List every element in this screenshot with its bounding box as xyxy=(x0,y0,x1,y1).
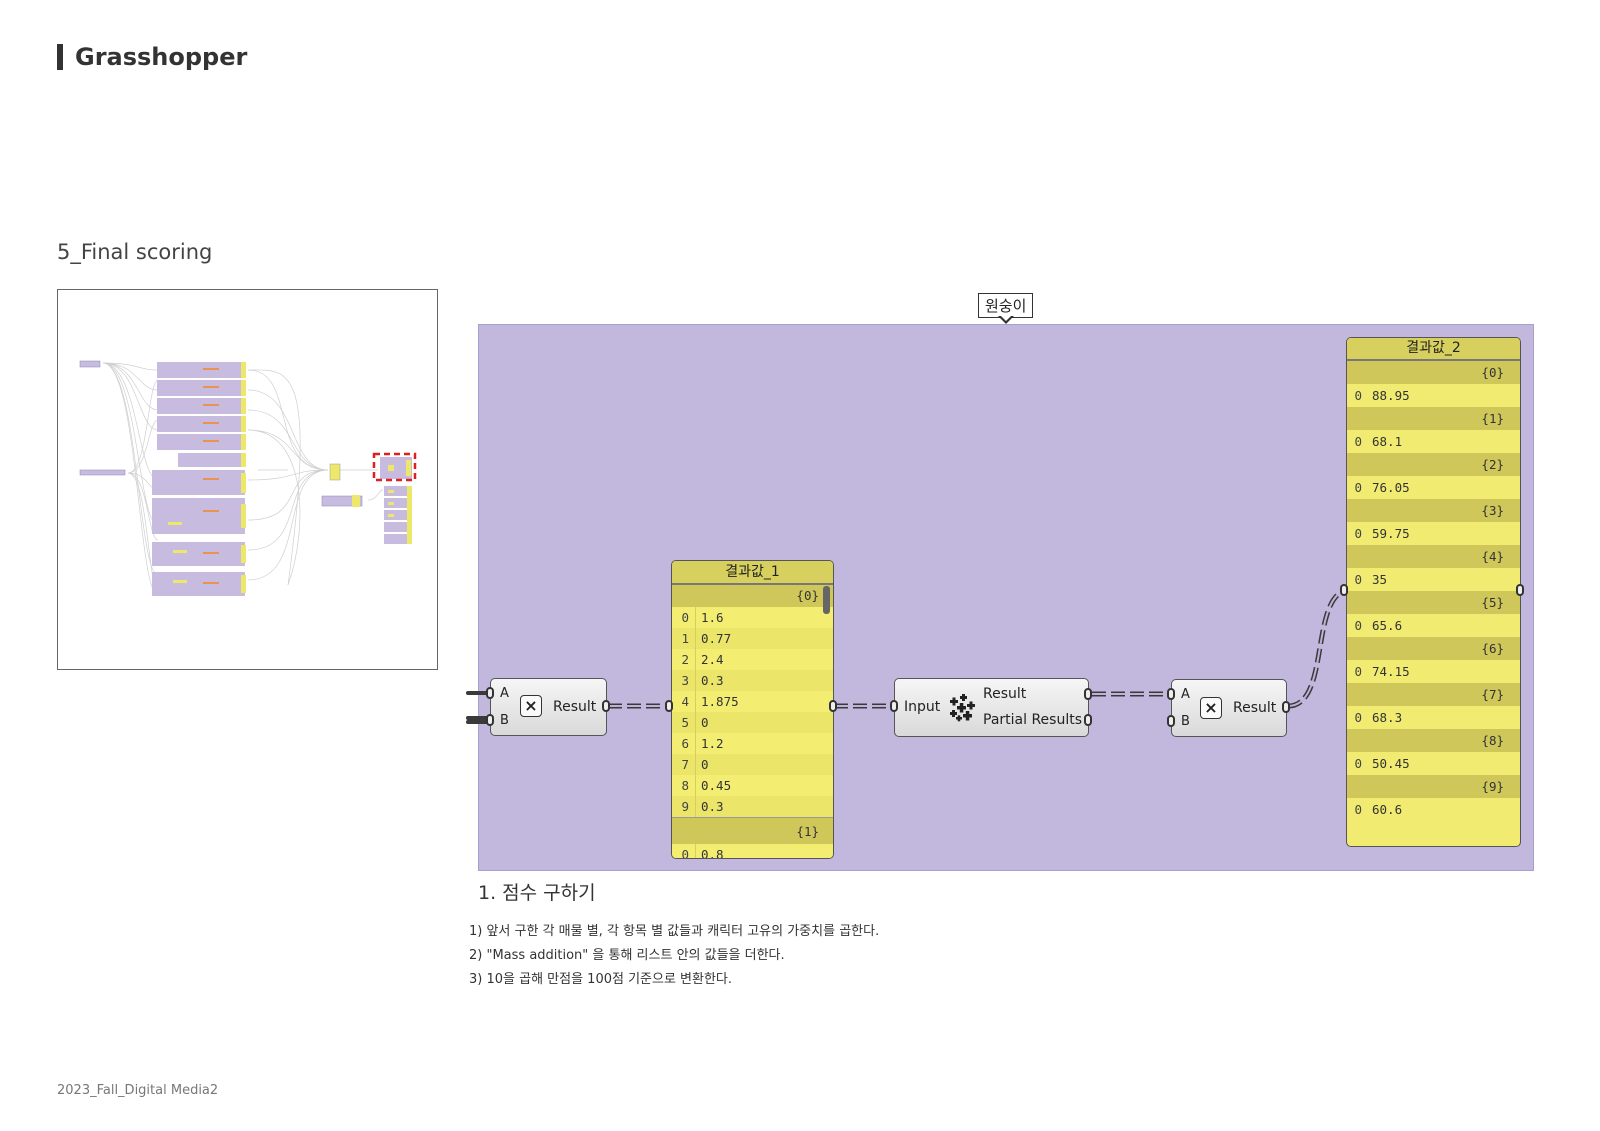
panel-2-input-port[interactable] xyxy=(1340,584,1348,596)
panel-1-input-port[interactable] xyxy=(665,700,673,712)
input-b-label[interactable]: B xyxy=(500,713,509,728)
step-item: 3) 10을 곱해 만점을 100점 기준으로 변환한다. xyxy=(469,972,733,987)
branch-path: {9} xyxy=(1347,775,1520,798)
partial-results-output-port[interactable] xyxy=(1084,714,1092,726)
page-title-text: Grasshopper xyxy=(75,43,248,71)
input-b-label[interactable]: B xyxy=(1181,714,1190,729)
input-a-port[interactable] xyxy=(486,687,494,699)
branch-path: {5} xyxy=(1347,591,1520,614)
overview-diagram xyxy=(79,360,417,596)
page-title: Grasshopper xyxy=(57,42,247,72)
result-output-label[interactable]: Result xyxy=(983,686,1027,702)
step-item: 2) "Mass addition" 을 통해 리스트 안의 값들을 더한다. xyxy=(469,948,785,963)
panel-title: 결과값_2 xyxy=(1347,338,1520,361)
input-a-port[interactable] xyxy=(1167,688,1175,700)
group-label-pointer-fill xyxy=(1000,315,1012,321)
input-port[interactable] xyxy=(890,700,898,712)
panel-title: 결과값_1 xyxy=(672,561,833,585)
multiplication-component-1[interactable]: A B × Result xyxy=(486,678,610,736)
branch-path: {7} xyxy=(1347,683,1520,706)
result-output-label[interactable]: Result xyxy=(1233,700,1277,716)
multiply-icon: × xyxy=(520,695,542,717)
branch-path: {3} xyxy=(1347,499,1520,522)
title-accent-bar xyxy=(57,44,63,70)
branch-path: {4} xyxy=(1347,545,1520,568)
input-b-port[interactable] xyxy=(1167,715,1175,727)
step-list: 1) 앞서 구한 각 매물 별, 각 항목 별 값들과 캐릭터 고유의 가중치를… xyxy=(469,920,879,992)
branch-path: {1} xyxy=(1347,407,1520,430)
panel-1-output-port[interactable] xyxy=(829,700,837,712)
input-a-label[interactable]: A xyxy=(500,686,509,701)
panel-2-output-port[interactable] xyxy=(1516,584,1524,596)
mass-addition-icon xyxy=(950,694,975,722)
branch-path: {2} xyxy=(1347,453,1520,476)
branch-path: {6} xyxy=(1347,637,1520,660)
branch-path: {0} xyxy=(1347,361,1520,384)
multiplication-component-2[interactable]: A B × Result xyxy=(1167,679,1290,737)
result-output-label[interactable]: Result xyxy=(553,699,597,715)
input-label[interactable]: Input xyxy=(904,699,941,715)
footer-text: 2023_Fall_Digital Media2 xyxy=(57,1083,219,1098)
partial-results-output-label[interactable]: Partial Results xyxy=(983,712,1082,728)
branch-path: {0} xyxy=(672,585,833,607)
result-output-port[interactable] xyxy=(602,700,610,712)
overview-thumbnail xyxy=(57,289,438,670)
section-heading: 5_Final scoring xyxy=(57,240,213,264)
result-output-port[interactable] xyxy=(1084,688,1092,700)
multiply-icon: × xyxy=(1200,697,1222,719)
result-output-port[interactable] xyxy=(1282,701,1290,713)
branch-path: {8} xyxy=(1347,729,1520,752)
step-item: 1) 앞서 구한 각 매물 별, 각 항목 별 값들과 캐릭터 고유의 가중치를… xyxy=(469,924,880,939)
caption-heading: 1. 점수 구하기 xyxy=(478,882,596,904)
panel-scrollbar[interactable] xyxy=(823,586,830,614)
mass-addition-component[interactable]: Input Result Partial Results xyxy=(890,678,1092,737)
input-a-label[interactable]: A xyxy=(1181,687,1190,702)
branch-path: {1} xyxy=(672,817,833,844)
input-b-port[interactable] xyxy=(486,714,494,726)
